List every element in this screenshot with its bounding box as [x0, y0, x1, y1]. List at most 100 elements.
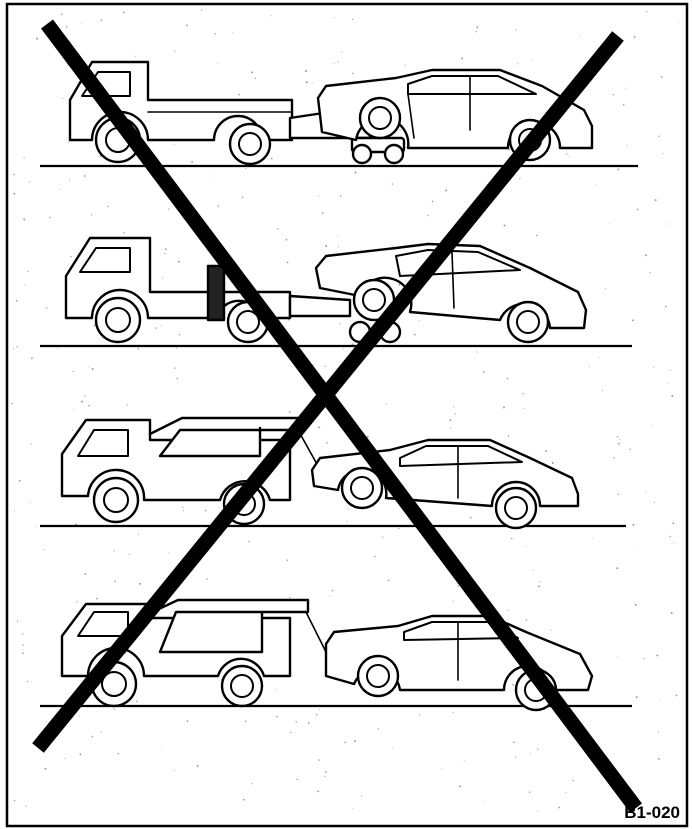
- speckle-dot: [586, 661, 587, 662]
- speckle-dot: [348, 508, 349, 509]
- speckle-dot: [504, 225, 506, 227]
- speckle-dot: [22, 649, 23, 650]
- speckle-dot: [22, 652, 24, 654]
- speckle-dot: [174, 367, 175, 368]
- speckle-dot: [325, 245, 327, 247]
- speckle-dot: [197, 765, 199, 767]
- speckle-dot: [569, 156, 570, 157]
- speckle-dot: [361, 795, 362, 796]
- speckle-dot: [201, 9, 202, 10]
- speckle-dot: [11, 403, 12, 404]
- speckle-dot: [62, 98, 63, 99]
- speckle-dot: [297, 778, 299, 780]
- speckle-dot: [645, 491, 646, 492]
- speckle-dot: [599, 357, 600, 358]
- speckle-dot: [427, 215, 428, 216]
- speckle-dot: [209, 176, 210, 177]
- figure-code: B1-020: [624, 803, 680, 822]
- speckle-dot: [290, 732, 291, 733]
- speckle-dot: [84, 175, 86, 177]
- speckle-dot: [65, 758, 66, 759]
- speckle-dot: [663, 153, 664, 154]
- speckle-dot: [512, 684, 514, 686]
- speckle-dot: [232, 32, 233, 33]
- speckle-dot: [386, 403, 387, 404]
- speckle-dot: [618, 494, 619, 495]
- speckle-dot: [325, 366, 326, 367]
- speckle-dot: [398, 284, 400, 286]
- speckle-dot: [634, 547, 635, 548]
- speckle-dot: [667, 383, 668, 384]
- truck-wheel: [94, 478, 138, 522]
- speckle-dot: [595, 185, 596, 186]
- speckle-dot: [632, 524, 634, 526]
- speckle-dot: [114, 550, 115, 551]
- speckle-dot: [277, 228, 279, 230]
- speckle-dot: [13, 174, 15, 176]
- speckle-dot: [529, 791, 531, 793]
- speckle-dot: [610, 223, 611, 224]
- speckle-dot: [352, 343, 354, 345]
- speckle-dot: [161, 325, 162, 326]
- speckle-dot: [414, 334, 416, 336]
- speckle-dot: [13, 193, 15, 195]
- speckle-dot: [340, 195, 342, 197]
- speckle-dot: [88, 367, 89, 368]
- speckle-dot: [515, 756, 516, 757]
- speckle-dot: [79, 715, 80, 716]
- speckle-dot: [636, 696, 638, 698]
- speckle-dot: [183, 510, 184, 511]
- speckle-dot: [242, 196, 244, 198]
- speckle-dot: [676, 695, 678, 697]
- speckle-dot: [79, 753, 81, 755]
- sling-frame: [208, 266, 224, 320]
- speckle-dot: [218, 205, 219, 206]
- speckle-dot: [464, 760, 465, 761]
- speckle-dot: [88, 405, 90, 407]
- speckle-dot: [164, 253, 165, 254]
- speckle-dot: [243, 799, 245, 801]
- speckle-dot: [61, 13, 63, 15]
- speckle-dot: [517, 63, 518, 64]
- speckle-dot: [162, 278, 163, 279]
- speckle-dot: [72, 429, 73, 430]
- speckle-dot: [392, 748, 393, 749]
- speckle-dot: [332, 590, 334, 592]
- speckle-dot: [165, 248, 167, 250]
- speckle-dot: [405, 65, 406, 66]
- speckle-dot: [206, 578, 207, 579]
- speckle-dot: [579, 35, 580, 36]
- speckle-dot: [14, 800, 16, 802]
- speckle-dot: [161, 746, 162, 747]
- speckle-dot: [508, 435, 509, 436]
- speckle-dot: [352, 808, 353, 809]
- speckle-dot: [66, 26, 67, 27]
- speckle-dot: [338, 61, 339, 62]
- speckle-dot: [169, 552, 170, 553]
- speckle-dot: [123, 12, 125, 14]
- speckle-dot: [341, 52, 342, 53]
- speckle-dot: [138, 534, 139, 535]
- speckle-dot: [508, 610, 509, 611]
- speckle-dot: [305, 70, 307, 72]
- speckle-dot: [550, 630, 551, 631]
- speckle-dot: [36, 526, 37, 527]
- speckle-dot: [72, 371, 73, 372]
- speckle-dot: [626, 145, 627, 146]
- speckle-dot: [533, 569, 534, 570]
- speckle-dot: [186, 25, 188, 27]
- speckle-dot: [16, 346, 17, 347]
- speckle-dot: [526, 619, 528, 621]
- speckle-dot: [17, 620, 18, 621]
- speckle-dot: [525, 546, 526, 547]
- speckle-dot: [617, 168, 619, 170]
- speckle-dot: [655, 199, 657, 201]
- speckle-dot: [670, 370, 671, 371]
- speckle-dot: [453, 600, 454, 601]
- speckle-dot: [617, 436, 618, 437]
- speckle-dot: [450, 427, 451, 428]
- speckle-dot: [441, 768, 442, 769]
- speckle-dot: [182, 506, 183, 507]
- speckle-dot: [537, 748, 538, 749]
- speckle-dot: [673, 542, 674, 543]
